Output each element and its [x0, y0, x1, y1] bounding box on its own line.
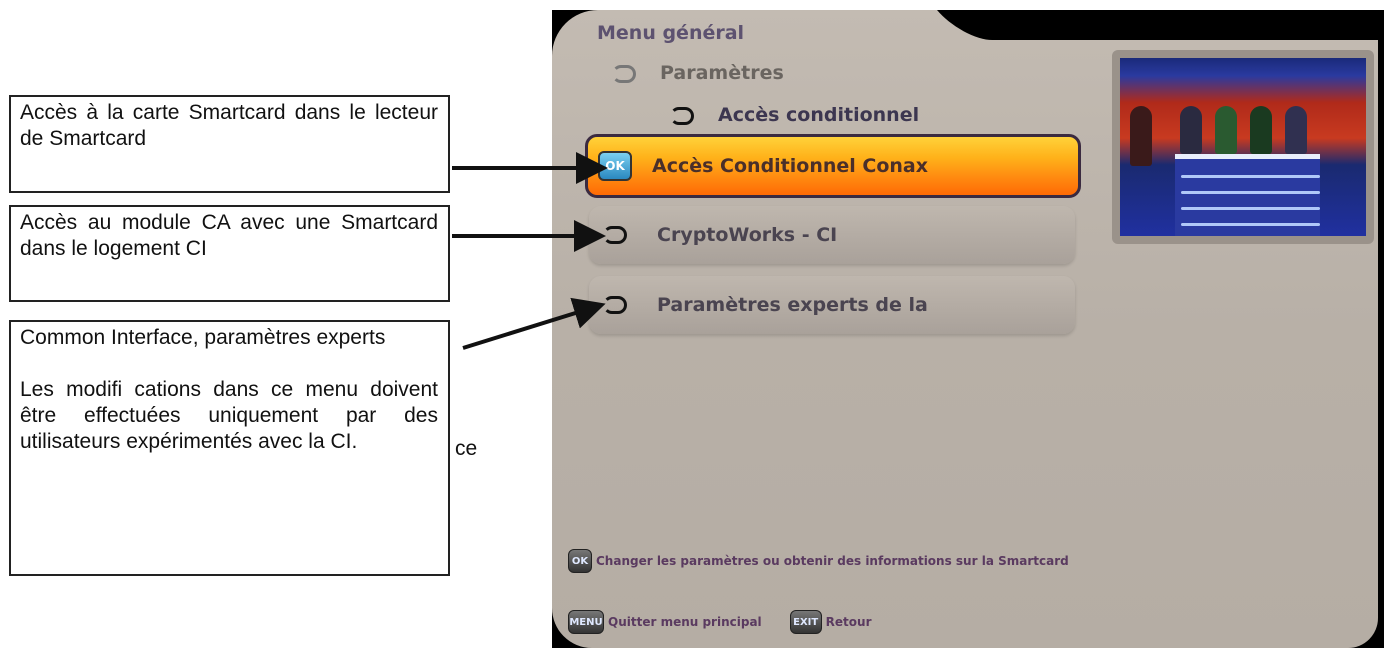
- tv-menu-screen: Menu général Paramètres Accès conditionn…: [552, 10, 1384, 648]
- annotation-text: Accès à la carte Smartcard dans le lecte…: [20, 101, 438, 150]
- return-arrow-icon: [603, 296, 627, 314]
- menu-item-label: CryptoWorks - CI: [657, 224, 838, 246]
- menu-key-icon: MENU: [568, 610, 604, 634]
- menu-title: Menu général: [597, 22, 745, 44]
- annotation-overflow-word: ce: [455, 437, 478, 460]
- annotation-text: Accès au module CA avec une Smartcard da…: [20, 211, 438, 260]
- menu-item-conax[interactable]: OK Accès Conditionnel Conax: [585, 134, 1081, 198]
- return-arrow-icon: [670, 106, 694, 125]
- tv-preview-thumbnail: [1112, 50, 1374, 244]
- menu-item-expert-settings[interactable]: Paramètres experts de la: [589, 276, 1075, 334]
- frame-top-cutout: [937, 10, 1384, 40]
- annotation-ca-module: Accès au module CA avec une Smartcard da…: [9, 205, 450, 302]
- hint-ok: OK Changer les paramètres ou obtenir des…: [568, 549, 1069, 573]
- annotation-ci-expert: Common Interface, paramètres experts Les…: [9, 320, 450, 576]
- hint-navigation: MENU Quitter menu principal EXIT Retour: [568, 610, 872, 634]
- annotation-warning-text: Les modifi cations dans ce menu doivent …: [20, 378, 438, 453]
- ok-key-icon: OK: [568, 549, 592, 573]
- exit-key-icon: EXIT: [789, 610, 822, 634]
- annotation-text: Common Interface, paramètres experts: [20, 326, 386, 349]
- breadcrumb-parametres[interactable]: Paramètres: [612, 62, 784, 84]
- menu-item-label: Accès Conditionnel Conax: [652, 155, 928, 177]
- return-arrow-icon: [612, 64, 636, 83]
- annotation-smartcard-reader: Accès à la carte Smartcard dans le lecte…: [9, 95, 450, 193]
- menu-panel: Menu général Paramètres Accès conditionn…: [552, 10, 1378, 648]
- menu-item-label: Paramètres experts de la: [657, 294, 928, 316]
- tv-preview-image: [1120, 58, 1366, 236]
- breadcrumb-acces-conditionnel[interactable]: Accès conditionnel: [670, 104, 919, 126]
- ok-key-icon: OK: [598, 151, 632, 181]
- return-arrow-icon: [603, 226, 627, 244]
- menu-item-cryptoworks[interactable]: CryptoWorks - CI: [589, 206, 1075, 264]
